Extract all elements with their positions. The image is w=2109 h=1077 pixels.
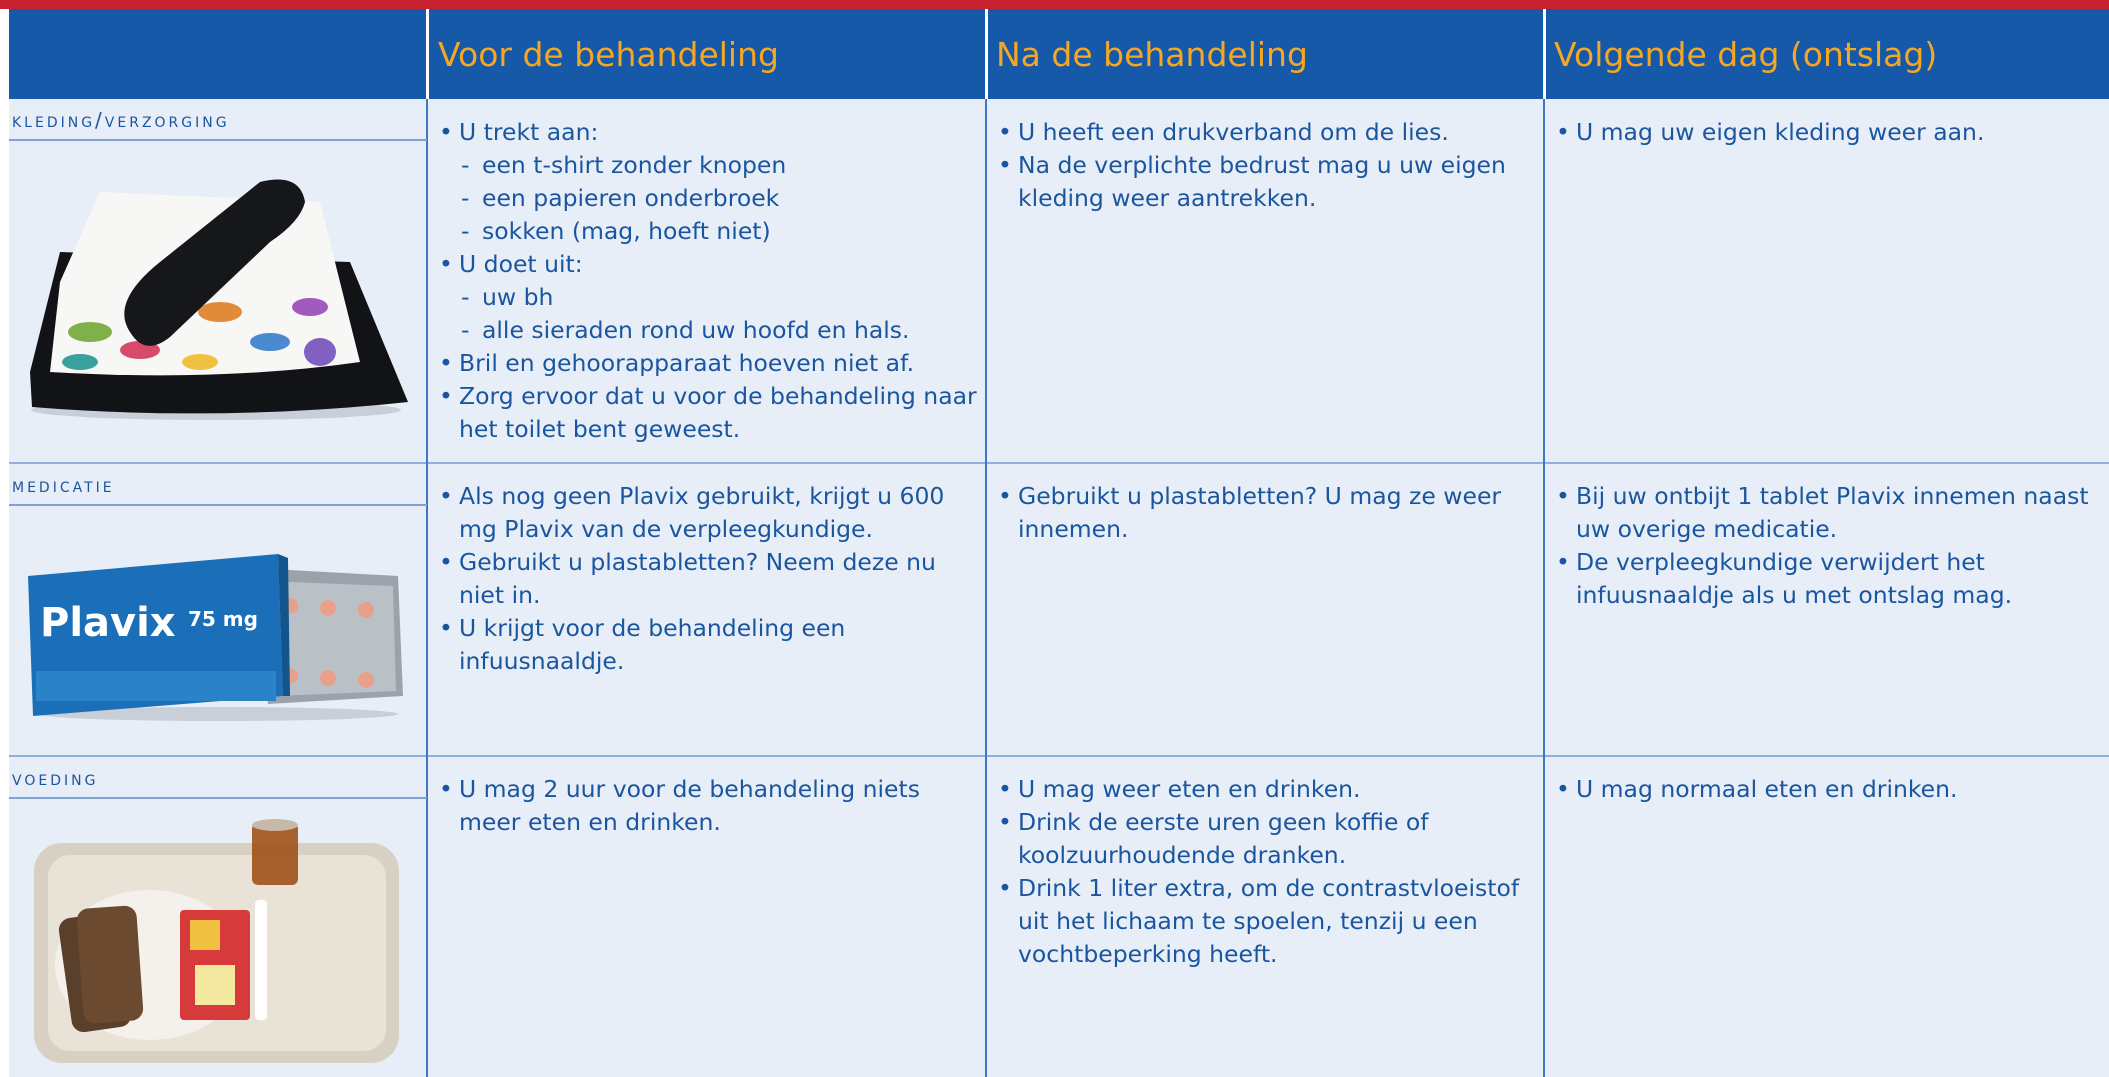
list-item: U mag 2 uur voor de behandeling niets me…: [437, 773, 977, 839]
list-item: U krijgt voor de behandeling een infuusn…: [437, 612, 977, 678]
glass: [252, 823, 298, 885]
row-divider: [9, 462, 2109, 464]
cell-medication-after: Gebruikt u plastabletten? U mag ze weer …: [996, 480, 1536, 546]
row-label-food: voeding: [12, 766, 99, 790]
label-underline: [9, 504, 427, 506]
list-item: Als nog geen Plavix gebruikt, krijgt u 6…: [437, 480, 977, 546]
cell-food-next-day: U mag normaal eten en drinken.: [1554, 773, 2094, 806]
header-after: Na de behandeling: [996, 34, 1308, 74]
list-item: U mag normaal eten en drinken.: [1554, 773, 2094, 806]
column-divider: [985, 99, 987, 1077]
sub-list-item: een papieren onderbroek: [437, 182, 977, 215]
list-item: U mag weer eten en drinken.: [996, 773, 1536, 806]
list-item: Gebruikt u plastabletten? Neem deze nu n…: [437, 546, 977, 612]
header-divider: [985, 9, 988, 99]
row-divider: [9, 755, 2109, 757]
row-label-medication: medicatie: [12, 473, 115, 497]
cell-food-before: U mag 2 uur voor de behandeling niets me…: [437, 773, 977, 839]
sub-list-item: sokken (mag, hoeft niet): [437, 215, 977, 248]
socks: [124, 179, 306, 346]
header-before: Voor de behandeling: [438, 34, 779, 74]
header-divider: [426, 9, 429, 99]
list-item: Drink de eerste uren geen koffie of kool…: [996, 806, 1536, 872]
row-label-clothing: kleding/verzorging: [12, 108, 230, 132]
label-underline: [9, 139, 427, 141]
list-item: Zorg ervoor dat u voor de behandeling na…: [437, 380, 977, 446]
list-item: Gebruikt u plastabletten? U mag ze weer …: [996, 480, 1536, 546]
list-item: U heeft een drukverband om de lies.: [996, 116, 1536, 149]
list-item: U doet uit:: [437, 248, 977, 281]
medication-photo: Plavix 75 mg: [28, 554, 403, 721]
header-next-day: Volgende dag (ontslag): [1554, 34, 1938, 74]
table-header: Voor de behandeling Na de behandeling Vo…: [9, 9, 2109, 99]
clothing-photo: [30, 179, 408, 420]
list-item: Drink 1 liter extra, om de contrastvloei…: [996, 872, 1536, 971]
fish-print: [62, 298, 336, 370]
cutlery: [255, 900, 267, 1020]
top-stripe: [0, 0, 2109, 9]
cell-clothing-after: U heeft een drukverband om de lies.Na de…: [996, 116, 1536, 215]
list-item: Bij uw ontbijt 1 tablet Plavix innemen n…: [1554, 480, 2094, 546]
box-dose-text: 75 mg: [188, 607, 258, 631]
header-divider: [1543, 9, 1546, 99]
cell-food-after: U mag weer eten en drinken.Drink de eers…: [996, 773, 1536, 971]
list-item: De verpleegkundige verwijdert het infuus…: [1554, 546, 2094, 612]
list-item: U trekt aan:: [437, 116, 977, 149]
list-item: Na de verplichte bedrust mag u uw eigen …: [996, 149, 1536, 215]
cell-clothing-before: U trekt aan:een t-shirt zonder knopeneen…: [437, 116, 977, 446]
sub-list-item: alle sieraden rond uw hoofd en hals.: [437, 314, 977, 347]
column-divider: [426, 99, 428, 1077]
cell-clothing-next-day: U mag uw eigen kleding weer aan.: [1554, 116, 2094, 149]
cell-medication-next-day: Bij uw ontbijt 1 tablet Plavix innemen n…: [1554, 480, 2094, 612]
list-item: Bril en gehoorapparaat hoeven niet af.: [437, 347, 977, 380]
food-tray-photo: [34, 819, 399, 1063]
sub-list-item: uw bh: [437, 281, 977, 314]
list-item: U mag uw eigen kleding weer aan.: [1554, 116, 2094, 149]
cell-medication-before: Als nog geen Plavix gebruikt, krijgt u 6…: [437, 480, 977, 678]
sub-list-item: een t-shirt zonder knopen: [437, 149, 977, 182]
box-brand-text: Plavix: [40, 600, 176, 646]
label-underline: [9, 797, 427, 799]
bread: [58, 905, 144, 1033]
column-divider: [1543, 99, 1545, 1077]
